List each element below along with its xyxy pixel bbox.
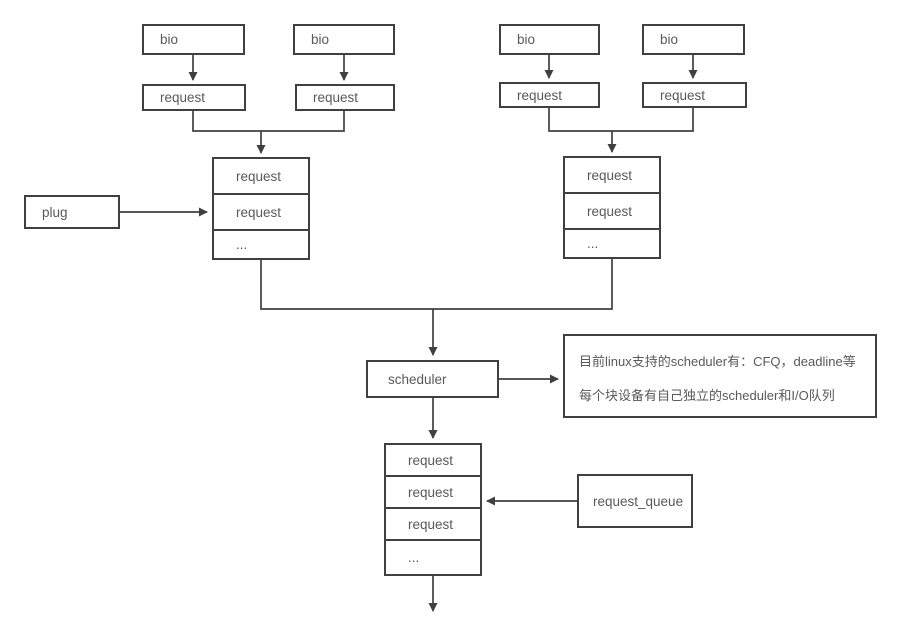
right-request-queue: request request ... — [563, 156, 661, 259]
bio-box-2: bio — [293, 24, 395, 55]
request-box-1: request — [142, 84, 246, 111]
queue-row: request — [565, 158, 659, 194]
annotation-line-2: 每个块设备有自己独立的scheduler和I/O队列 — [579, 388, 835, 403]
request-box-2: request — [295, 84, 395, 111]
queue-row: request — [386, 445, 480, 477]
request-box-3: request — [499, 82, 600, 108]
queue-row: request — [214, 159, 308, 195]
annotation-box: 目前linux支持的scheduler有：CFQ，deadline等 每个块设备… — [563, 334, 877, 418]
annotation-line-1: 目前linux支持的scheduler有：CFQ，deadline等 — [579, 354, 856, 369]
bio-box-4: bio — [642, 24, 745, 55]
bio-box-3: bio — [499, 24, 600, 55]
dispatch-queue: request request request ... — [384, 443, 482, 576]
bio-box-1: bio — [142, 24, 245, 55]
plug-box: plug — [24, 195, 120, 229]
scheduler-box: scheduler — [366, 360, 499, 398]
queue-row: request — [386, 509, 480, 541]
merge-line-left — [192, 110, 345, 132]
merge-line-right — [548, 107, 694, 132]
queue-row: request — [214, 195, 308, 231]
queue-row: ... — [587, 236, 599, 251]
left-request-queue: request request ... — [212, 157, 310, 260]
queue-row: ... — [236, 237, 248, 252]
queue-row: request — [565, 194, 659, 230]
merge-line-queues — [260, 258, 613, 310]
queue-row: request — [386, 477, 480, 509]
queue-row: ... — [408, 550, 420, 565]
request-queue-box: request_queue — [577, 474, 693, 528]
request-box-4: request — [642, 82, 747, 108]
